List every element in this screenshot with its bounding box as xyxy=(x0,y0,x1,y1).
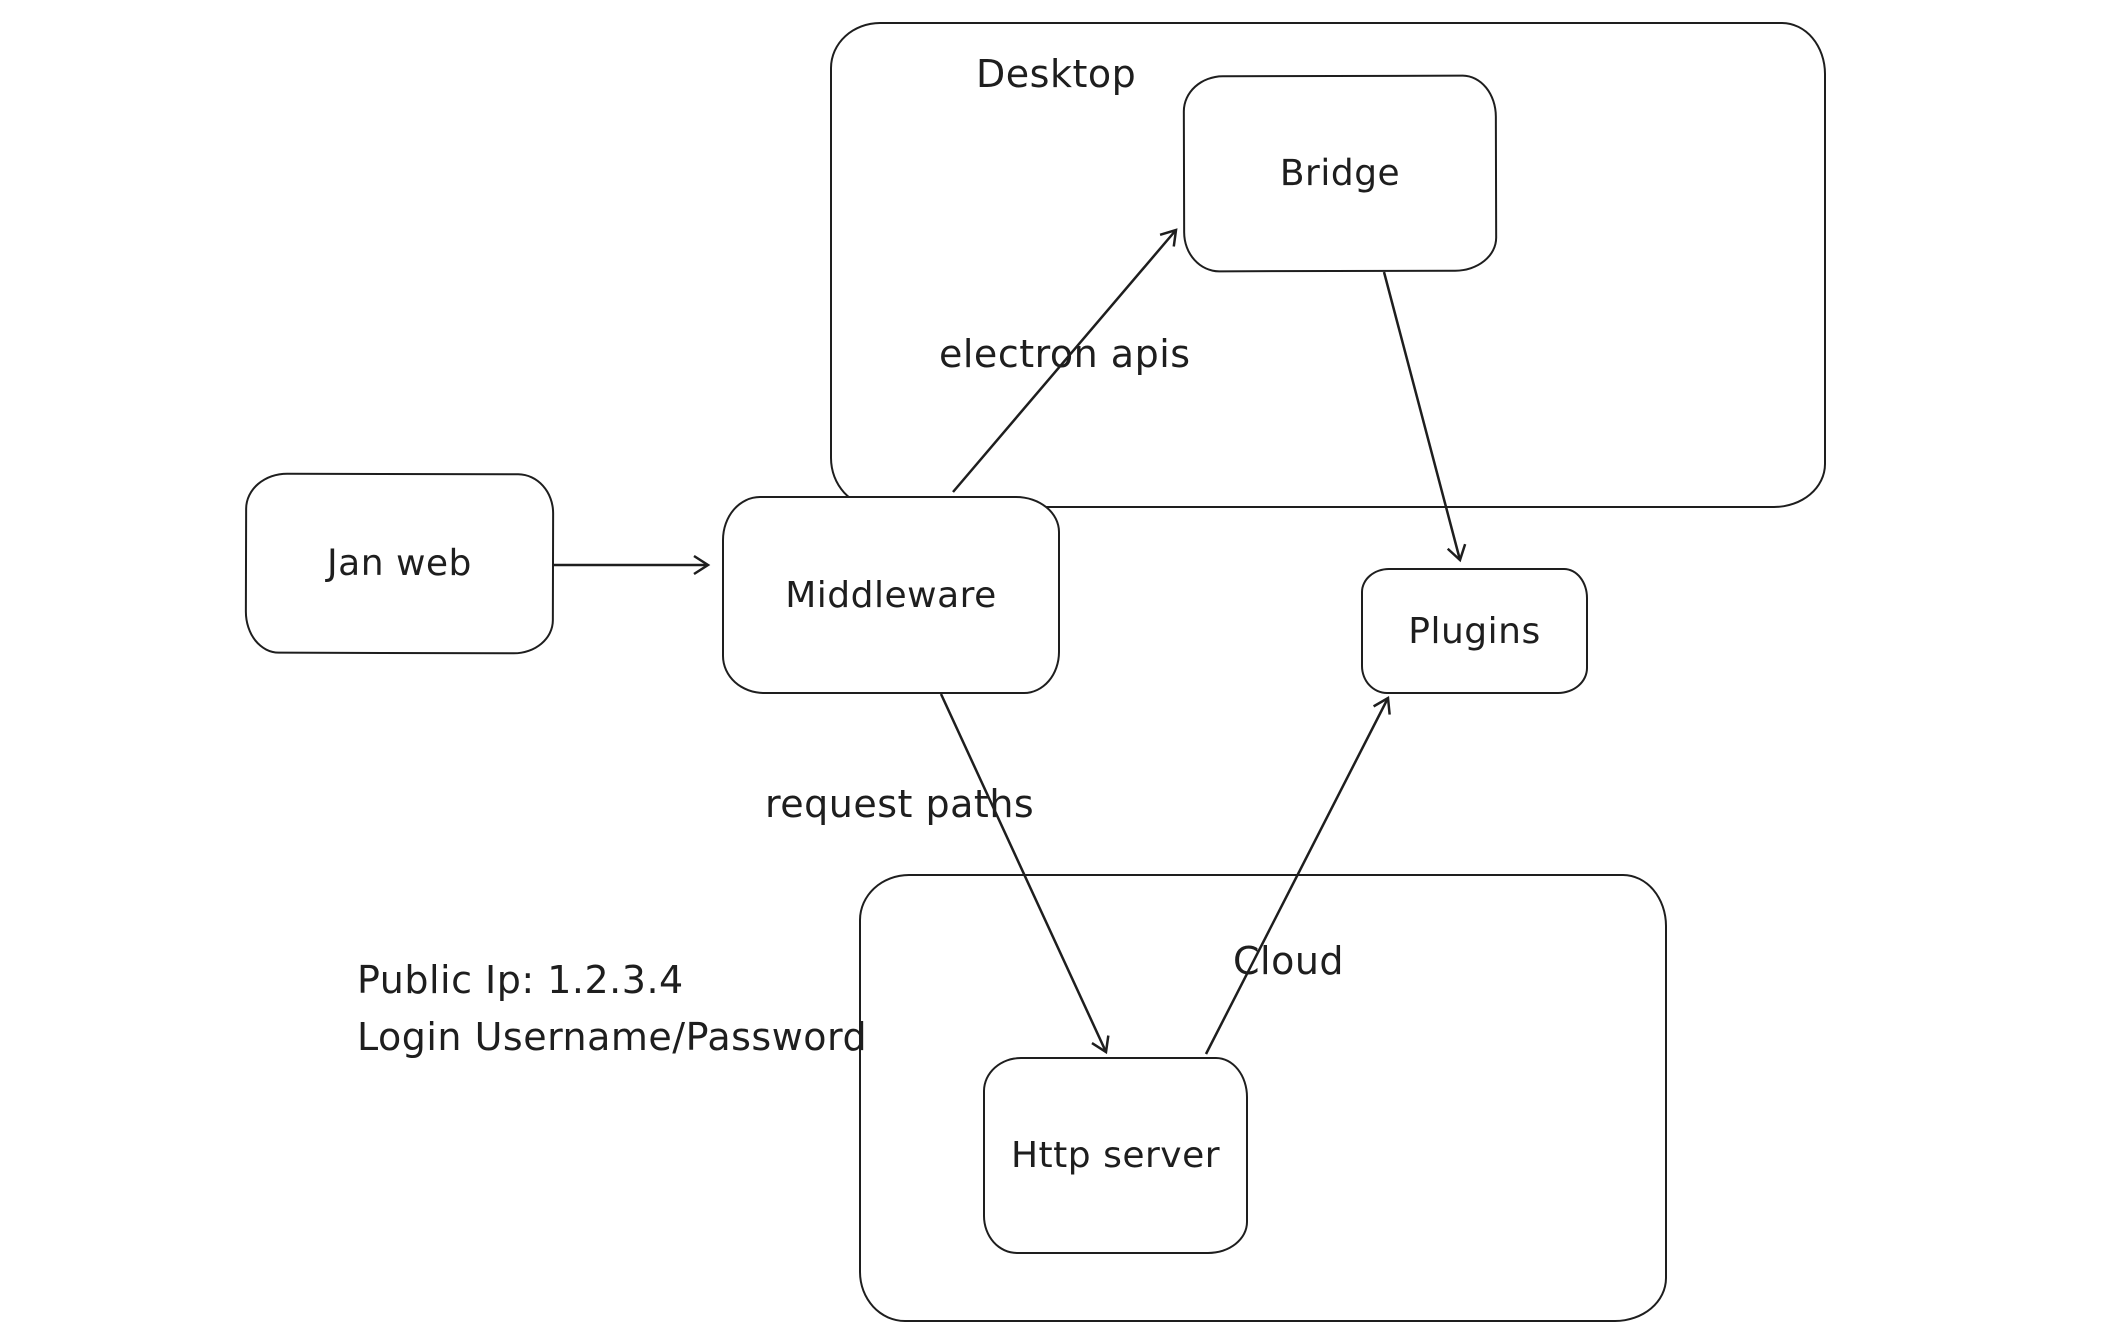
cloud-container-label[interactable]: Cloud xyxy=(1233,939,1345,983)
edge-middleware-bridge[interactable] xyxy=(952,228,1178,493)
node-middleware-label: Middleware xyxy=(785,574,997,616)
node-http-server[interactable]: Http server xyxy=(983,1057,1248,1254)
edge-label-request-paths[interactable]: request paths xyxy=(765,782,1035,826)
node-bridge-label: Bridge xyxy=(1279,152,1401,195)
node-plugins-label: Plugins xyxy=(1408,610,1541,652)
edge-middleware-httpserver[interactable] xyxy=(939,693,1110,1055)
edge-bridge-plugins[interactable] xyxy=(1382,271,1467,563)
edge-httpserver-plugins[interactable] xyxy=(1204,695,1391,1055)
node-bridge[interactable]: Bridge xyxy=(1182,74,1498,273)
desktop-container-label[interactable]: Desktop xyxy=(976,52,1137,96)
edge-label-electron-apis[interactable]: electron apis xyxy=(939,332,1191,376)
annotation-public-ip: Public Ip: 1.2.3.4 xyxy=(357,958,684,1002)
node-jan-web-label: Jan web xyxy=(326,542,472,585)
node-middleware[interactable]: Middleware xyxy=(722,496,1060,694)
annotations-block[interactable]: Public Ip: 1.2.3.4 Login Username/Passwo… xyxy=(357,952,867,1066)
cloud-container[interactable] xyxy=(859,874,1667,1322)
annotation-login: Login Username/Password xyxy=(357,1015,868,1059)
desktop-container[interactable] xyxy=(830,22,1826,508)
node-http-server-label: Http server xyxy=(1010,1135,1221,1176)
node-jan-web[interactable]: Jan web xyxy=(244,472,555,655)
node-plugins[interactable]: Plugins xyxy=(1361,568,1588,694)
